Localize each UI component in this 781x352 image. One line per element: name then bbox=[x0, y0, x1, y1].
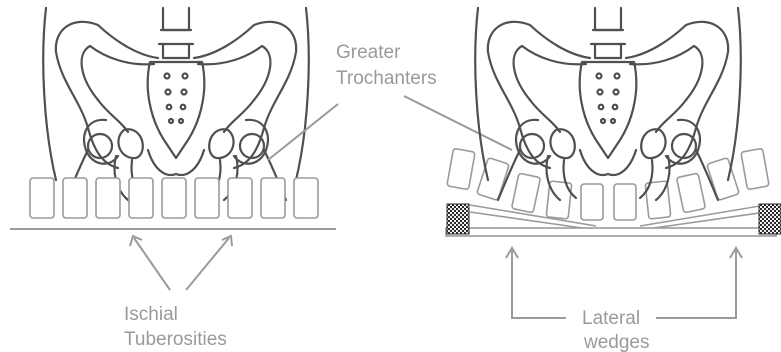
trochanter-pointer-right bbox=[404, 96, 512, 150]
right-lateral-wedge bbox=[759, 204, 781, 234]
left-lateral-wedge bbox=[447, 204, 469, 234]
lateral-label-line2: wedges bbox=[583, 332, 650, 352]
greater-trochanters-line1: Greater bbox=[336, 42, 401, 63]
right-pelvis bbox=[475, 8, 741, 200]
greater-trochanters-line2: Trochanters bbox=[336, 68, 437, 89]
left-pelvis bbox=[43, 8, 309, 200]
right-panel-wedged-cushion: Lateral wedges bbox=[446, 8, 781, 352]
ischial-label-line2: Tuberosities bbox=[124, 329, 227, 350]
left-panel-flat-cushion: Ischial Tuberosities bbox=[10, 8, 336, 350]
ischial-label-line1: Ischial bbox=[124, 304, 178, 325]
right-cushion-base bbox=[446, 228, 776, 236]
trochanter-pointer-left bbox=[268, 104, 338, 160]
ischial-arrows bbox=[130, 236, 232, 290]
lateral-label-line1: Lateral bbox=[582, 308, 640, 329]
left-cushion-cells bbox=[30, 178, 318, 218]
